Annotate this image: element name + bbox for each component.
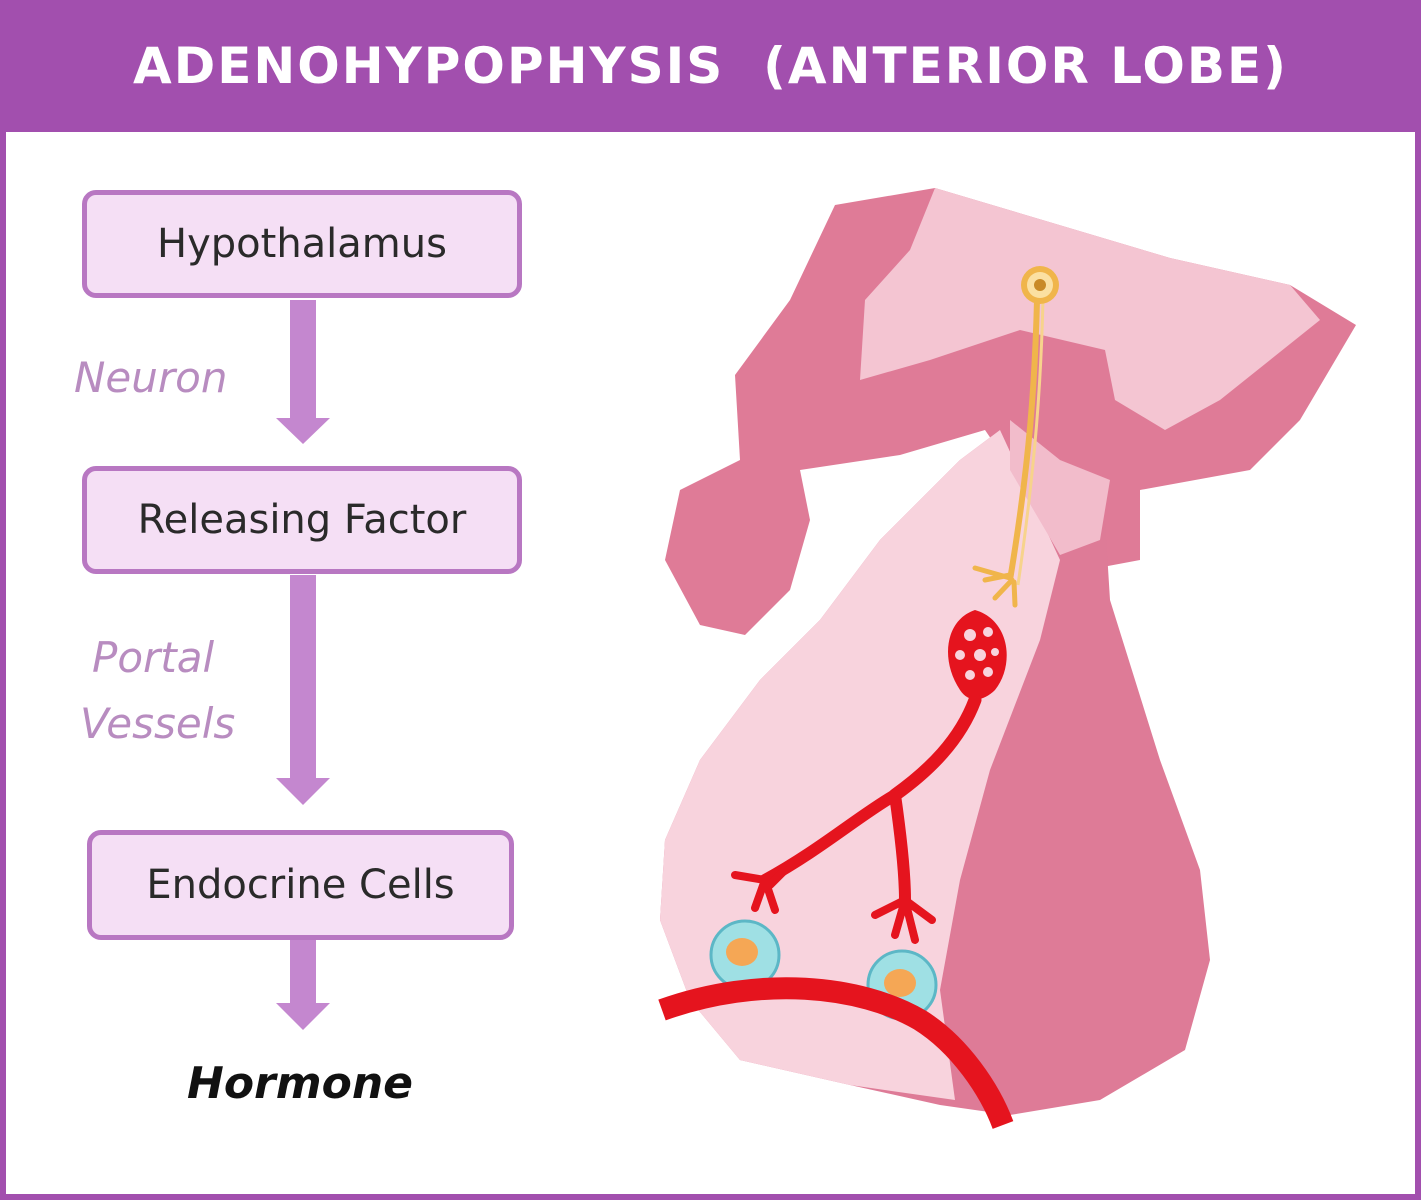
step-hypothalamus: Hypothalamus [82,190,522,298]
link-label-line: Vessels [80,699,236,748]
arrow-shaft-2 [290,575,316,780]
portal-vessels-icon [731,610,1007,944]
title-bar: ADENOHYPOPHYSIS (ANTERIOR LOBE) [0,0,1421,132]
arrow-head-3 [276,1003,330,1030]
output-hormone: Hormone [187,1058,413,1109]
arrow-head-2 [276,778,330,805]
link-label-line: Portal [92,633,215,682]
link-label-portal-vessels: Portal Vessels [80,625,235,757]
step-releasing-factor: Releasing Factor [82,466,522,574]
neuron-icon [972,266,1059,608]
hypothalamus-light [860,188,1320,430]
arrow-shaft-3 [290,940,316,1005]
step-endocrine-cells: Endocrine Cells [87,830,514,940]
blood-vessel [658,977,1014,1130]
arrow-shaft-1 [290,300,316,420]
diagram-title: ADENOHYPOPHYSIS (ANTERIOR LOBE) [133,37,1288,95]
arrow-head-1 [276,418,330,444]
link-label-line: Neuron [74,353,228,402]
link-label-neuron: Neuron [74,345,227,411]
